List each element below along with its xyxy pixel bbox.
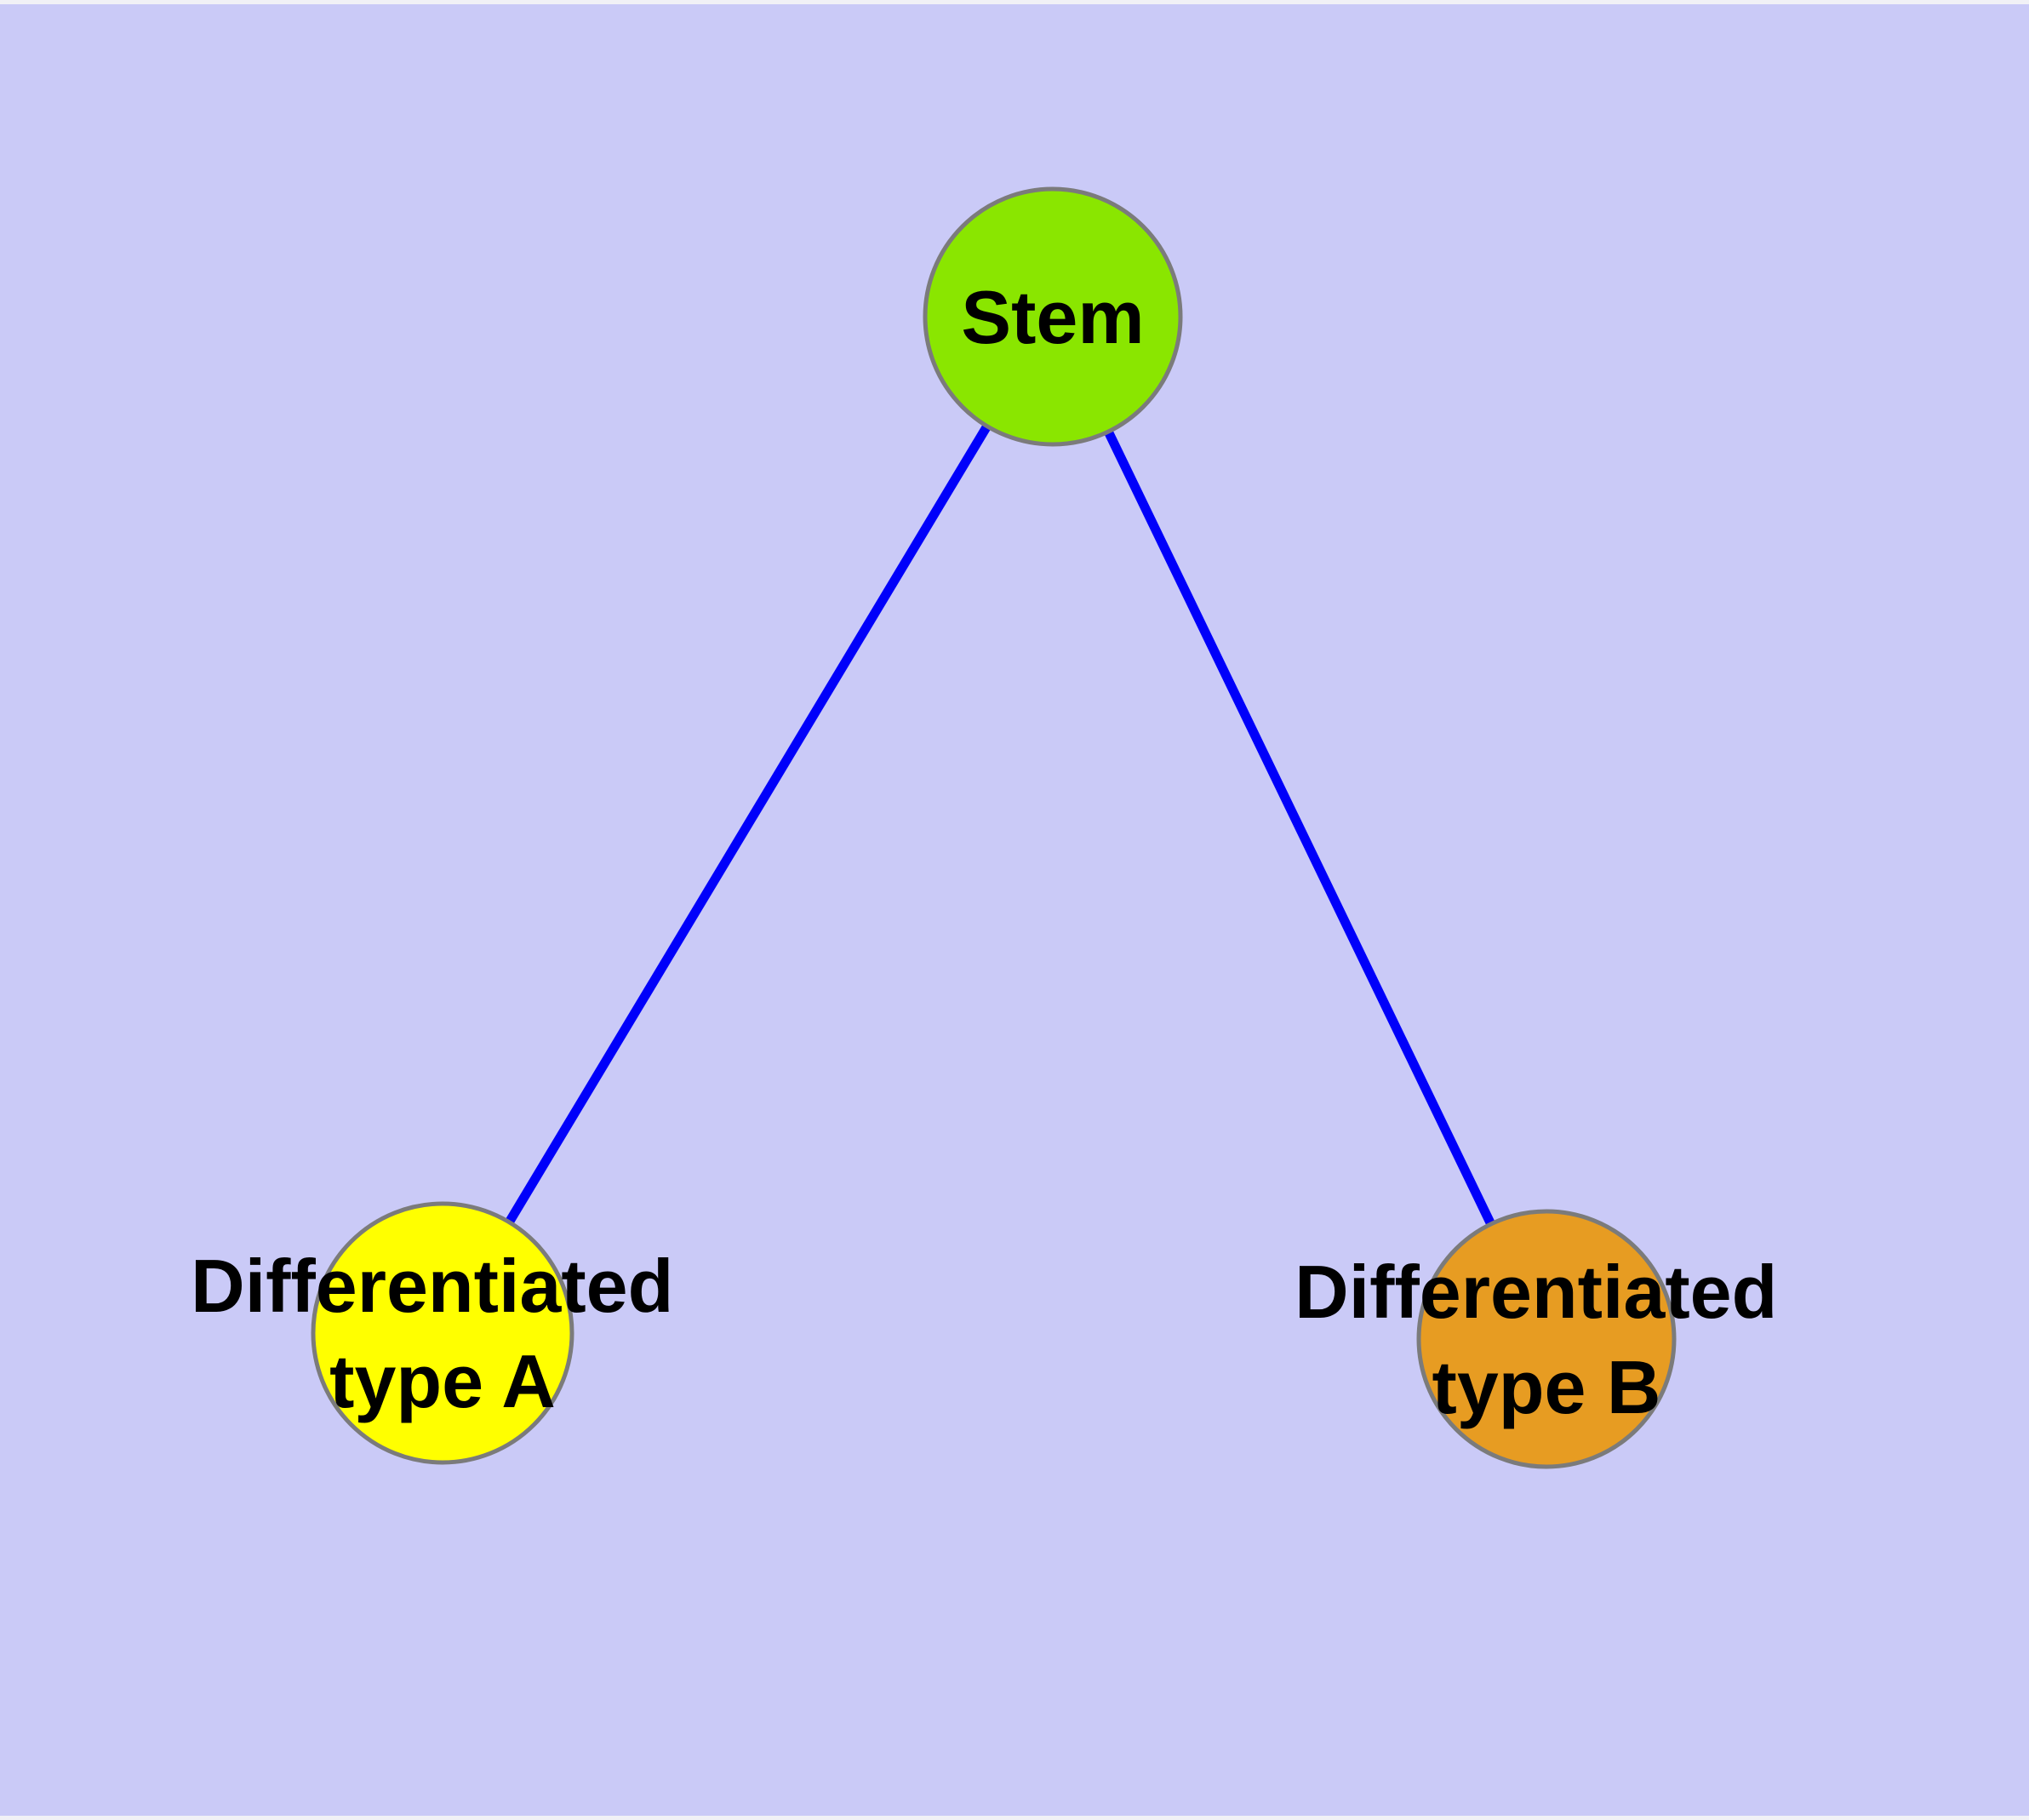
- node-differentiated-type-a: Differentiated type A: [191, 1201, 694, 1465]
- node-stem-circle: [923, 186, 1183, 447]
- node-differentiated-type-a-label: Differentiated type A: [191, 1244, 694, 1423]
- node-differentiated-type-b: Differentiated type B: [1295, 1209, 1798, 1469]
- node-stem: Stem: [923, 186, 1183, 447]
- edge-layer: [438, 314, 1551, 1342]
- node-differentiated-type-b-circle: [1416, 1209, 1677, 1469]
- edge-stem-to-type-a: [438, 314, 1057, 1336]
- edge-stem-to-type-b: [1049, 314, 1551, 1342]
- node-differentiated-type-b-label: Differentiated type B: [1295, 1250, 1798, 1429]
- node-stem-label: Stem: [961, 275, 1144, 359]
- node-differentiated-type-a-circle: [311, 1201, 574, 1465]
